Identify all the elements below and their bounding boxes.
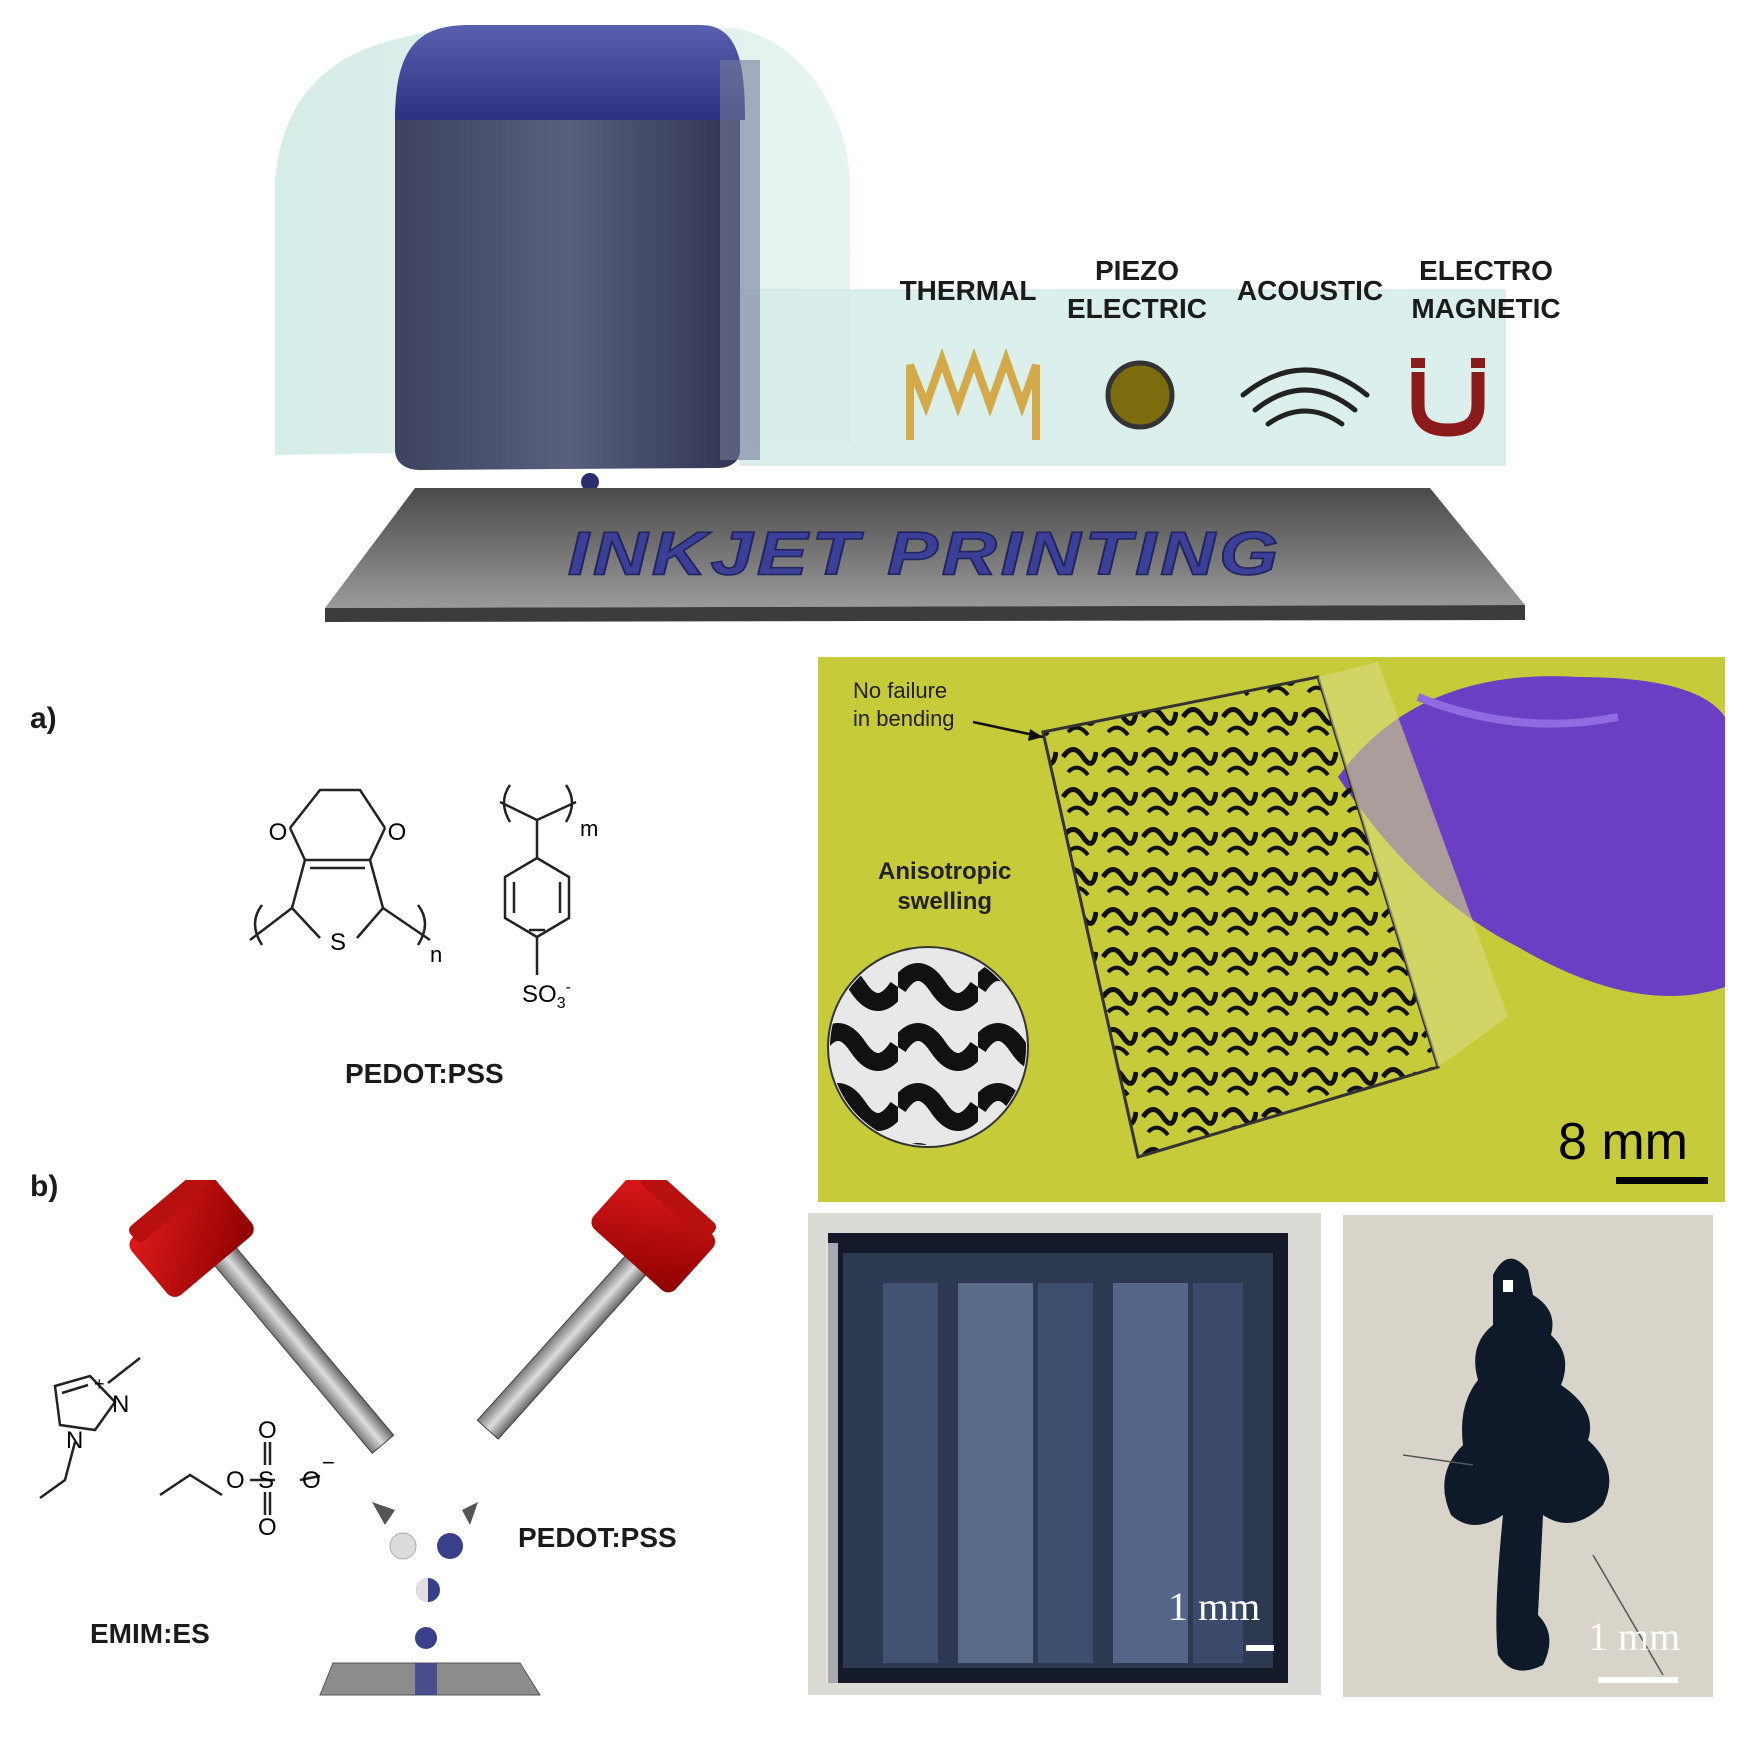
swelling-annotation: Anisotropic swelling xyxy=(878,858,1012,915)
minus-charge: − xyxy=(322,1450,335,1475)
scale-bar xyxy=(1246,1645,1274,1651)
print-head xyxy=(395,110,740,470)
atom-s: S xyxy=(258,1467,274,1494)
mechanism-label: MAGNETIC xyxy=(1411,293,1560,324)
scale-label: 8 mm xyxy=(1558,1113,1688,1171)
pedot-droplet xyxy=(437,1533,463,1559)
atom-o: O xyxy=(388,819,407,846)
glove xyxy=(1338,676,1725,996)
atom-s: S xyxy=(330,929,346,956)
thermal-resistor-icon xyxy=(906,348,1040,440)
atom-o: O xyxy=(269,819,288,846)
atom-o: O xyxy=(226,1467,245,1494)
scale-label: 1 mm xyxy=(1168,1584,1261,1629)
sulfonate-group: SO3- xyxy=(522,979,571,1012)
mechanism-label: PIEZO xyxy=(1095,255,1179,286)
piezo-disc-icon xyxy=(1105,360,1175,430)
mechanism-label: ELECTRIC xyxy=(1067,293,1207,324)
right-nozzle xyxy=(462,1180,717,1525)
subscript-n: n xyxy=(430,942,442,967)
emim-es-caption: EMIM:ES xyxy=(90,1618,210,1649)
atom-o: O xyxy=(302,1467,321,1494)
tree-print-photo: 1 mm xyxy=(1343,1215,1713,1697)
tree-shape xyxy=(1444,1258,1610,1671)
scale-label: 1 mm xyxy=(1588,1614,1681,1659)
pedot-pss-caption-b: PEDOT:PSS xyxy=(518,1522,677,1553)
atom-n: N xyxy=(112,1391,129,1418)
left-nozzle xyxy=(129,1180,395,1525)
mechanism-label: THERMAL xyxy=(900,275,1037,306)
acoustic-wave-icon xyxy=(1240,367,1370,427)
magnet-icon xyxy=(1411,358,1485,437)
scale-bar xyxy=(1616,1177,1708,1184)
bending-photo: No failure in bending Anisotropic swelli… xyxy=(818,657,1725,1202)
panel-a-label: a) xyxy=(30,702,57,735)
mixed-droplet xyxy=(415,1627,437,1649)
atom-o: O xyxy=(258,1514,277,1541)
print-plate xyxy=(325,488,1525,608)
bending-annotation: No failure in bending xyxy=(853,678,955,731)
atom-o: O xyxy=(258,1417,277,1444)
inkjet-printing-text: INKJET PRINTING xyxy=(568,520,1282,588)
mechanism-label: ACOUSTIC xyxy=(1237,275,1383,306)
mechanism-label: ELECTRO xyxy=(1419,255,1553,286)
inkjet-printer-illustration: INKJET PRINTING THERMAL PIEZO ELECTRIC A… xyxy=(275,25,1561,622)
pedot-pss-structure: O O S n m SO3- xyxy=(249,784,598,1012)
ink-droplet xyxy=(581,473,599,491)
emim-es-droplet xyxy=(389,1532,417,1560)
atom-n: N xyxy=(66,1427,83,1454)
print-head-cap xyxy=(395,25,745,120)
pedot-pss-caption: PEDOT:PSS xyxy=(345,1058,504,1089)
dual-nozzle-printing-diagram: N + N O S O O O − xyxy=(39,1180,717,1696)
subscript-m: m xyxy=(580,816,598,841)
plus-charge: + xyxy=(94,1374,105,1394)
emim-es-structure xyxy=(39,1357,321,1515)
panel-b-label: b) xyxy=(30,1170,59,1203)
scale-bar xyxy=(1598,1677,1678,1683)
square-print-photo: 1 mm xyxy=(808,1213,1321,1695)
